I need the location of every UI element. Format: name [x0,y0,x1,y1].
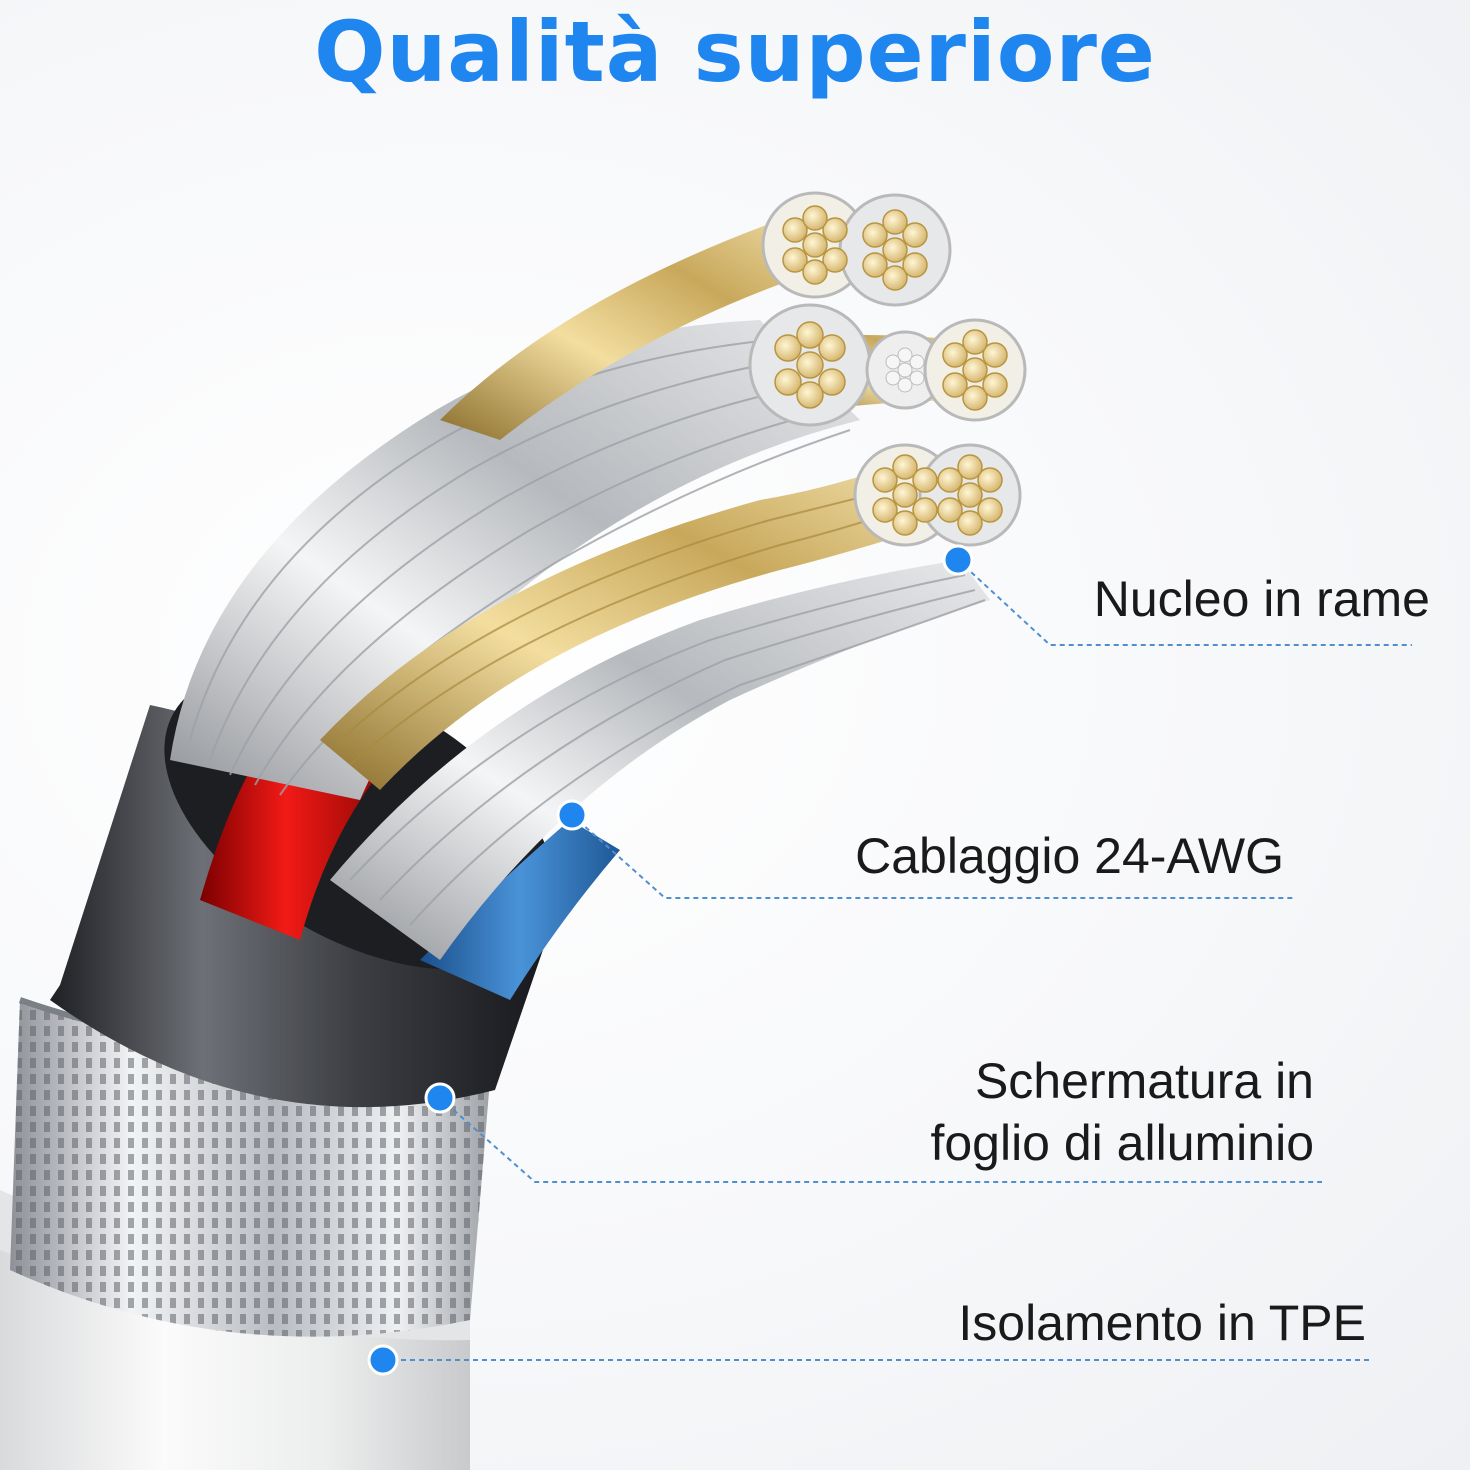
callout-label: Isolamento in TPE [958,1295,1366,1351]
marker-dot-tpe-insulation [367,1344,399,1376]
callout-copper-core: Nucleo in rame [1094,568,1430,630]
marker-dot-foil-shield [424,1082,456,1114]
callout-label-line-1: Schermatura in [974,1053,1314,1109]
callout-aluminium-foil-shield: Schermatura in foglio di alluminio [930,1050,1314,1174]
callout-awg-wiring: Cablaggio 24-AWG [855,825,1284,887]
marker-dot-wiring [556,799,588,831]
callout-label: Nucleo in rame [1093,571,1430,627]
marker-dot-copper-core [942,544,974,576]
callout-label-line-2: foglio di alluminio [930,1115,1314,1171]
page-title: Qualità superiore [314,3,1156,101]
callout-label: Cablaggio 24-AWG [855,828,1284,884]
callout-tpe-insulation: Isolamento in TPE [958,1292,1366,1354]
